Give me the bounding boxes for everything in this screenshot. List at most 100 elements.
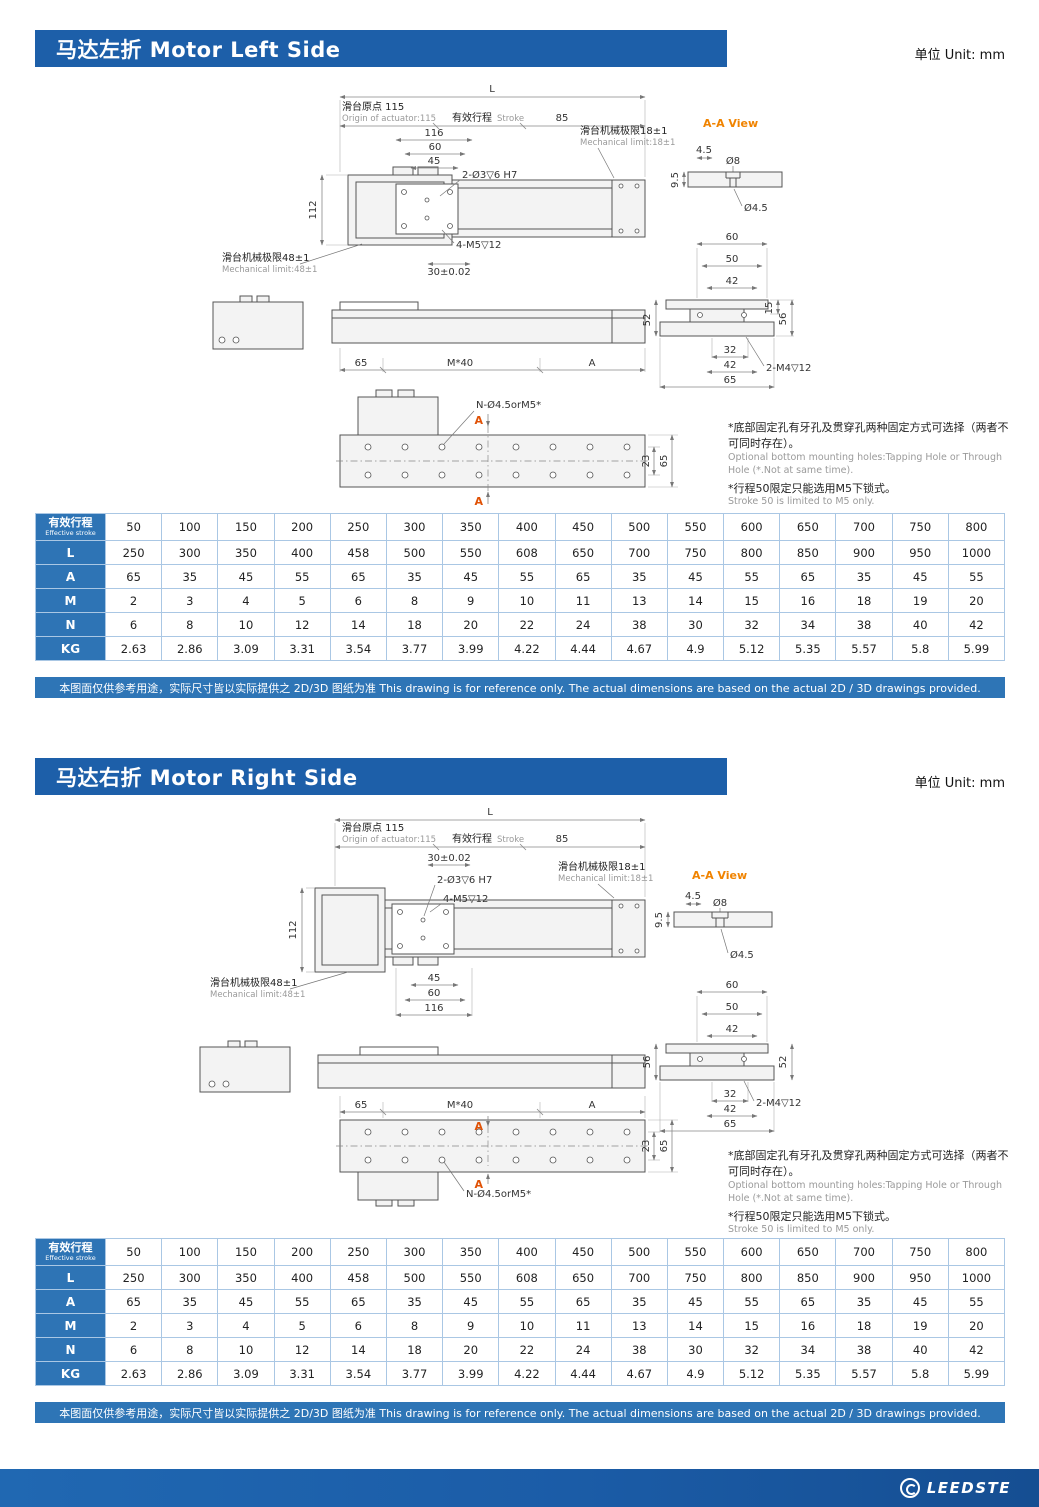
- slider-screw-callout: 4-M5▽12: [456, 240, 501, 251]
- unit-label: 单位 Unit: mm: [914, 48, 1005, 63]
- dim-value-cell: 18: [835, 1313, 893, 1338]
- dim-value-cell: 4.67: [610, 636, 668, 661]
- note-mounting-en: Optional bottom mounting holes:Tapping H…: [728, 1179, 1003, 1204]
- dim-value-cell: 65: [104, 1289, 163, 1314]
- aa-view-label: A-A View: [692, 869, 747, 882]
- table-header-en: Effective stroke: [45, 528, 96, 537]
- dim-value-cell: 65: [554, 564, 612, 589]
- dim-value-cell: 16: [779, 1313, 837, 1338]
- stroke-value-cell: 100: [161, 513, 219, 541]
- stroke-value-cell: 700: [835, 1238, 893, 1266]
- dim-value-cell: 12: [273, 612, 331, 637]
- dim-value-cell: 20: [442, 612, 500, 637]
- table-header-cn: 有效行程: [48, 1241, 93, 1255]
- dim-32: 32: [724, 1089, 737, 1100]
- dim-30: 30±0.02: [427, 853, 470, 864]
- stroke-value-cell: 300: [385, 1238, 444, 1266]
- dim-value-cell: 35: [161, 564, 219, 589]
- unit-label-2: 单位 Unit: mm: [914, 776, 1005, 791]
- section-banner-motor-right: 马达右折 Motor Right Side: [35, 758, 727, 795]
- dim-value-cell: 2: [104, 1313, 163, 1338]
- dowel-hole-callout: 2-Ø3▽6 H7: [462, 169, 517, 181]
- stroke-value-cell: 400: [498, 513, 556, 541]
- dim-value-cell: 4.44: [554, 636, 612, 661]
- dim-value-cell: 35: [610, 564, 668, 589]
- dim-value-cell: 800: [723, 540, 781, 565]
- note-stroke50-en: Stroke 50 is limited to M5 only.: [728, 1224, 875, 1236]
- section-banner-motor-left: 马达左折 Motor Left Side: [35, 30, 727, 67]
- dim-value-cell: 3.77: [385, 1361, 444, 1386]
- origin-label-en: Origin of actuator:115: [342, 835, 436, 845]
- dim-value-cell: 700: [610, 1265, 668, 1290]
- dim-value-cell: 608: [498, 1265, 556, 1290]
- dim-value-cell: 40: [891, 612, 949, 637]
- side-view-dimensions: 65 M*40 A: [339, 348, 646, 374]
- dim-42-end: 42: [726, 1024, 739, 1035]
- stroke-value-cell: 250: [329, 1238, 387, 1266]
- dim-value-cell: 5.12: [723, 636, 781, 661]
- dim-value-cell: 38: [610, 612, 668, 637]
- dim-value-cell: 300: [161, 540, 219, 565]
- mech-limit-18-cn: 滑台机械极限18±1: [558, 860, 645, 873]
- stroke-value-cell: 700: [835, 513, 893, 541]
- dim-value-cell: 14: [666, 588, 725, 613]
- dim-value-cell: 45: [891, 1289, 949, 1314]
- dim-value-cell: 6: [104, 612, 163, 637]
- dim-value-cell: 10: [498, 1313, 556, 1338]
- dim-value-cell: 400: [273, 540, 331, 565]
- bottom-view: [336, 1119, 649, 1207]
- dim-value-cell: 458: [329, 540, 387, 565]
- dim-42b: 42: [724, 1104, 737, 1115]
- stroke-value-cell: 450: [554, 1238, 612, 1266]
- dim-value-cell: 15: [723, 588, 781, 613]
- dim-60: 60: [428, 988, 441, 999]
- stroke-value-cell: 500: [610, 1238, 668, 1266]
- dim-value-cell: 14: [666, 1313, 725, 1338]
- dim-112: 112: [288, 920, 299, 939]
- mech-limit-18-en: Mechanical limit:18±1: [580, 138, 675, 148]
- stroke-value-cell: 350: [442, 1238, 500, 1266]
- dim-value-cell: 8: [385, 588, 444, 613]
- dim-value-cell: 20: [947, 588, 1006, 613]
- table-header-en: Effective stroke: [45, 1253, 96, 1262]
- dim-value-cell: 350: [217, 540, 275, 565]
- dim-50-end: 50: [726, 254, 739, 265]
- dim-value-cell: 20: [442, 1337, 500, 1362]
- dim-value-cell: 700: [610, 540, 668, 565]
- stroke-value-cell: 600: [723, 513, 781, 541]
- dim-value-cell: 850: [779, 1265, 837, 1290]
- dim-value-cell: 300: [161, 1265, 219, 1290]
- mech-limit-48-cn: 滑台机械极限48±1: [210, 976, 297, 989]
- note-stroke50-en: Stroke 50 is limited to M5 only.: [728, 496, 875, 508]
- dim-value-cell: 5.99: [947, 636, 1006, 661]
- dim-52: 52: [778, 1056, 789, 1069]
- stroke-value-cell: 400: [498, 1238, 556, 1266]
- dim-value-cell: 14: [329, 612, 387, 637]
- dim-value-cell: 250: [104, 540, 163, 565]
- aa-view-label: A-A View: [703, 117, 758, 130]
- dim-value-cell: 5.12: [723, 1361, 781, 1386]
- mech-limit-48-en: Mechanical limit:48±1: [210, 990, 305, 1000]
- dia-4_5-label: Ø4.5: [744, 202, 768, 214]
- section-mark-a-bottom: A: [474, 495, 483, 508]
- dim-value-cell: 4.44: [554, 1361, 612, 1386]
- aa-section-view: A-A View 4.5 Ø8 9.5 Ø4.5: [654, 869, 773, 961]
- note-mounting-cn: *底部固定孔有牙孔及贯穿孔两种固定方式可选择（两者不可同时存在）。: [728, 1149, 1009, 1178]
- dim-A-bottom: A: [589, 1100, 596, 1111]
- dim-value-cell: 10: [217, 612, 275, 637]
- dim-9_5: 9.5: [670, 172, 681, 188]
- row-label-KG: KG: [35, 636, 106, 661]
- bottom-view-dimensions: 65 M*40 A A A 23 65 N-Ø4.5orM5*: [339, 1096, 678, 1200]
- dim-value-cell: 3.31: [273, 636, 331, 661]
- dim-value-cell: 500: [385, 1265, 444, 1290]
- section-mark-a-top: A: [474, 1120, 483, 1133]
- dim-value-cell: 13: [610, 1313, 668, 1338]
- dim-value-cell: 3.54: [329, 636, 387, 661]
- section-mark-a-top: A: [474, 414, 483, 427]
- stroke-value-cell: 550: [666, 513, 725, 541]
- top-view: [314, 887, 646, 973]
- dim-value-cell: 650: [554, 1265, 612, 1290]
